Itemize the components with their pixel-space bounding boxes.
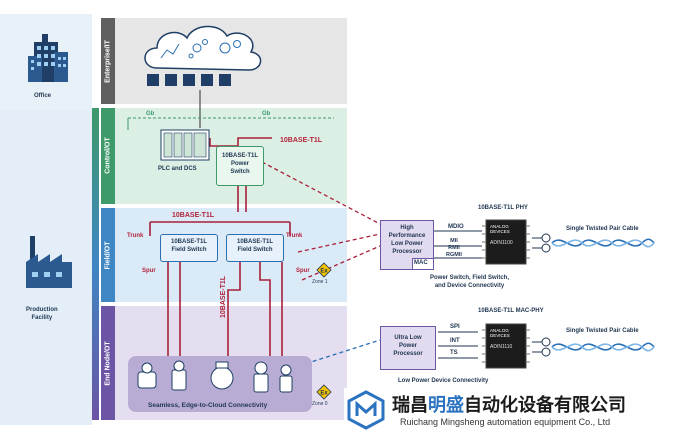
phy-twisted-cable-icon	[532, 233, 655, 253]
office-label: Office	[34, 93, 52, 99]
phy-mac-label: MAC	[414, 260, 428, 266]
field-switch-2	[226, 234, 284, 262]
macphy-chip-brand: ANALOG DEVICES	[490, 328, 510, 338]
macphy-twisted-cable-icon	[532, 337, 655, 357]
power-switch-label: 10BASE-T1L Power Switch	[221, 153, 258, 175]
spur-label-left: Spur	[142, 268, 156, 274]
field-devices-icon	[137, 360, 293, 393]
company-logo	[347, 390, 385, 430]
phy-mii-label: MII RMII RGMII	[446, 238, 462, 258]
phy-mdio-label: MDIO	[448, 224, 464, 230]
gb-label-left: Gb	[146, 111, 155, 117]
macphy-cable-label: Single Twisted Pair Cable	[566, 328, 639, 334]
enterprise-band	[101, 18, 115, 104]
field-band	[101, 208, 115, 302]
phy-processor-label: High Performance Low Power Processor	[388, 225, 426, 255]
endnode-band	[101, 306, 115, 420]
phy-cable-label: Single Twisted Pair Cable	[566, 226, 639, 232]
macphy-chip-part: ADIN1110	[490, 344, 513, 350]
phy-chip-part: ADIN1100	[490, 240, 513, 246]
plc-rack-icon	[160, 129, 210, 161]
ot-side-bar	[92, 108, 99, 420]
ex-zone0-icon: Ex	[316, 384, 332, 400]
phy-chip-icon	[482, 219, 530, 265]
macphy-chip-icon	[482, 323, 530, 369]
factory-icon	[26, 236, 72, 288]
plc-label: PLC and DCS	[158, 166, 197, 172]
zone1-label: Zone 1	[312, 279, 328, 285]
control-band	[101, 108, 115, 204]
macphy-ts-label: TS	[450, 350, 458, 356]
field-switch-1-label: 10BASE-T1L Field Switch	[170, 239, 207, 253]
spur-label-right: Spur	[296, 268, 310, 274]
watermark-company-en: Ruichang Mingsheng automation equipment …	[400, 417, 611, 427]
phy-title: 10BASE-T1L PHY	[478, 205, 528, 211]
macphy-int-label: INT	[450, 338, 460, 344]
tl-label-vertical: 10BASE-T1L	[220, 275, 227, 318]
trunk-label-right: Trunk	[286, 233, 303, 239]
tl-label-top: 10BASE-T1L	[280, 137, 323, 144]
gb-label-right: Gb	[262, 111, 271, 117]
phy-mac-box	[412, 258, 434, 270]
office-building-icon	[28, 34, 68, 82]
cloud-icon	[144, 25, 262, 86]
field-switch-1	[160, 234, 218, 262]
macphy-processor-label: Ultra Low Power Processor	[393, 335, 423, 357]
macphy-processor-box	[380, 326, 436, 370]
field-switch-2-label: 10BASE-T1L Field Switch	[236, 239, 273, 253]
phy-chip-brand: ANALOG DEVICES	[490, 224, 510, 234]
tl-label-field: 10BASE-T1L	[172, 212, 215, 219]
ex-zone1-icon: Ex	[316, 262, 332, 278]
phy-caption: Power Switch, Field Switch, and Device C…	[430, 275, 510, 289]
watermark-bg	[344, 388, 673, 434]
svg-text:Ex: Ex	[320, 269, 328, 275]
macphy-spi-label: SPI	[450, 324, 460, 330]
macphy-caption: Low Power Device Connectivity	[398, 378, 489, 384]
svg-text:Ex: Ex	[320, 391, 328, 397]
zone0-label: Zone 0	[312, 401, 328, 407]
production-facility-label: Production Facility	[26, 307, 58, 321]
macphy-title: 10BASE-T1L MAC-PHY	[478, 308, 544, 314]
watermark-company-cn: 瑞昌明盛自动化设备有限公司	[392, 395, 626, 416]
trunk-label-left: Trunk	[127, 233, 144, 239]
power-switch-box	[216, 146, 264, 186]
bottom-caption: Seamless, Edge-to-Cloud Connectivity	[148, 402, 268, 409]
